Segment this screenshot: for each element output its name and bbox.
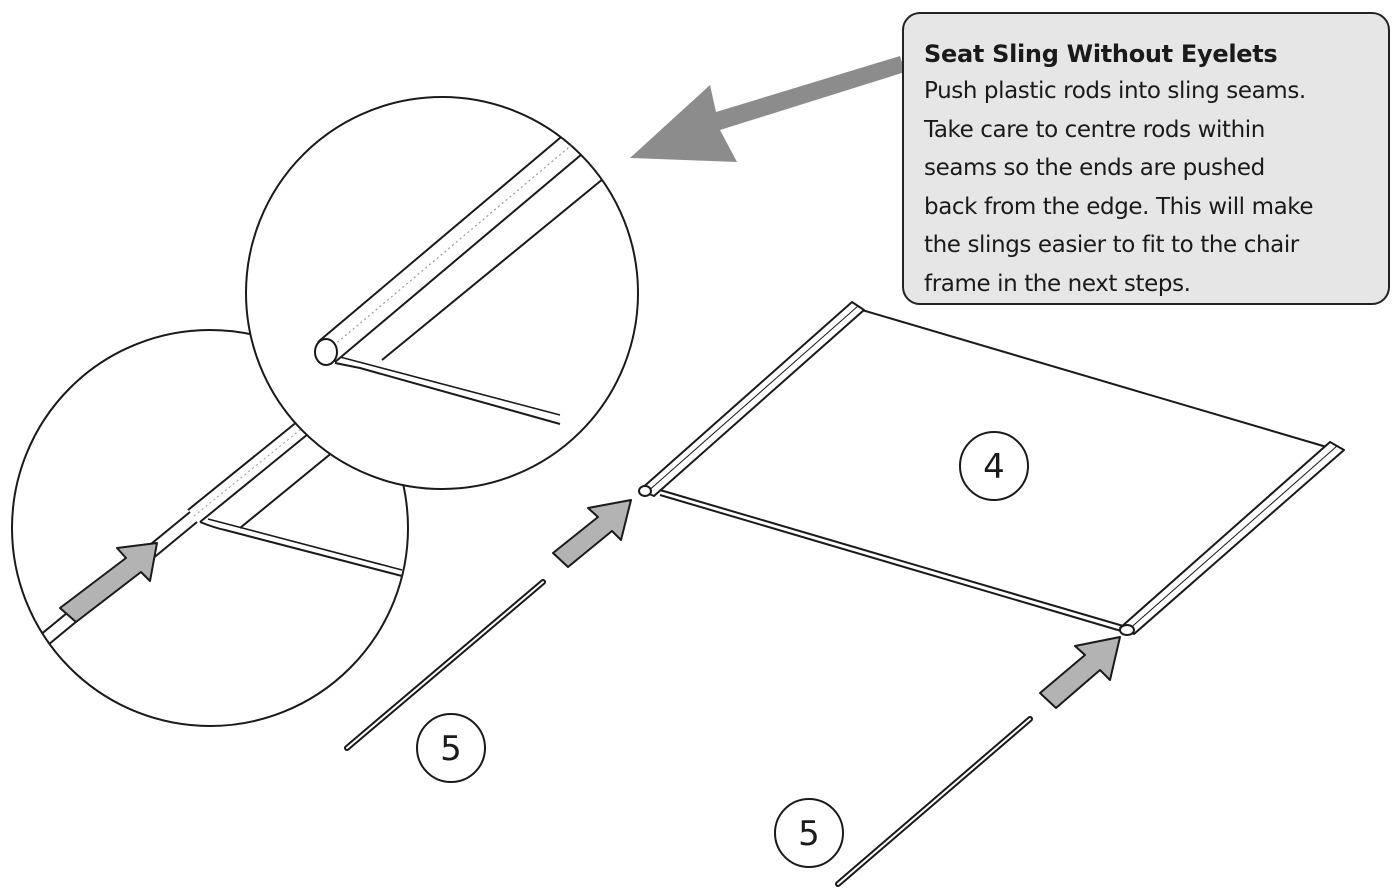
push-arrow-right-icon xyxy=(1039,636,1121,709)
callout-title: Seat Sling Without Eyelets xyxy=(924,40,1278,68)
push-arrow-icon xyxy=(59,542,158,623)
part-number-rod-right: 5 xyxy=(798,814,820,854)
pointer-arrow-icon xyxy=(630,56,905,162)
plastic-rod-right xyxy=(835,716,1033,887)
callout-line: frame in the next steps. xyxy=(924,270,1191,297)
callout-line: back from the edge. This will make xyxy=(924,193,1314,220)
part-label-rod-left: 5 xyxy=(416,713,486,783)
callout-line: the slings easier to fit to the chair xyxy=(924,232,1299,258)
part-label-sling: 4 xyxy=(959,431,1029,501)
callout-body: Push plastic rods into sling seams. Take… xyxy=(924,72,1374,303)
callout-line: seams so the ends are pushed xyxy=(924,155,1265,181)
callout-line: Take care to centre rods within xyxy=(924,116,1265,143)
push-arrow-left-icon xyxy=(552,499,632,568)
detail-circle-large xyxy=(245,96,639,490)
instruction-callout: Seat Sling Without Eyelets Push plastic … xyxy=(902,12,1390,305)
callout-line: Push plastic rods into sling seams. xyxy=(924,78,1306,104)
plastic-rod-left xyxy=(344,579,546,751)
part-label-rod-right: 5 xyxy=(774,798,844,868)
part-number-rod-left: 5 xyxy=(440,729,462,769)
part-number-sling: 4 xyxy=(983,447,1005,487)
